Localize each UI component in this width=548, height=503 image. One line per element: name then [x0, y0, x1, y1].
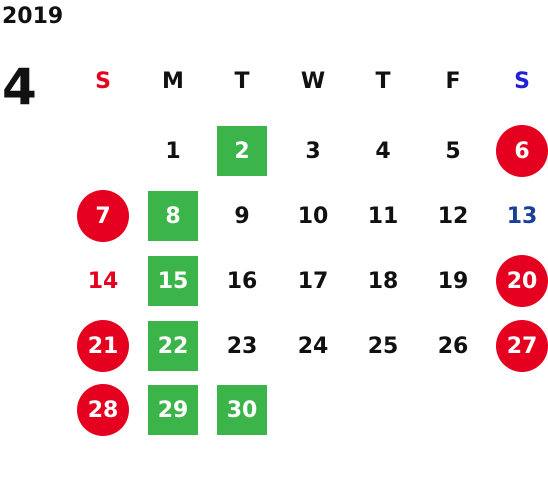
day-number: 28 [87, 397, 119, 423]
day-cell[interactable]: 13 [494, 190, 548, 242]
day-cell[interactable]: 30 [214, 384, 270, 436]
day-cell[interactable]: 19 [425, 255, 481, 307]
day-number: 5 [445, 138, 461, 164]
day-cell[interactable]: 22 [145, 320, 201, 372]
day-cell[interactable]: 5 [425, 125, 481, 177]
day-cell[interactable]: 20 [494, 255, 548, 307]
day-cell[interactable]: 23 [214, 320, 270, 372]
weekday-header: S [514, 68, 530, 94]
day-cell[interactable]: 15 [145, 255, 201, 307]
day-number: 13 [506, 203, 538, 229]
day-number: 20 [506, 268, 538, 294]
day-number: 10 [297, 203, 329, 229]
day-number: 17 [297, 268, 329, 294]
day-number: 26 [437, 333, 469, 359]
day-number: 11 [367, 203, 399, 229]
weekday-header: S [95, 68, 111, 94]
day-number: 14 [87, 268, 119, 294]
day-number: 7 [95, 203, 111, 229]
day-cell[interactable]: 8 [145, 190, 201, 242]
day-number: 24 [297, 333, 329, 359]
day-cell[interactable]: 11 [355, 190, 411, 242]
day-number: 16 [226, 268, 258, 294]
day-cell[interactable]: 9 [214, 190, 270, 242]
day-cell[interactable]: 21 [75, 320, 131, 372]
day-number: 4 [375, 138, 391, 164]
day-number: 8 [165, 203, 181, 229]
day-cell[interactable]: 1 [145, 125, 201, 177]
day-cell[interactable]: 4 [355, 125, 411, 177]
day-number: 12 [437, 203, 469, 229]
day-number: 18 [367, 268, 399, 294]
day-number: 15 [157, 268, 189, 294]
day-number: 19 [437, 268, 469, 294]
month-number: 4 [2, 58, 37, 116]
day-cell[interactable]: 6 [494, 125, 548, 177]
day-cell[interactable]: 3 [285, 125, 341, 177]
day-number: 25 [367, 333, 399, 359]
day-cell[interactable]: 18 [355, 255, 411, 307]
day-cell[interactable]: 16 [214, 255, 270, 307]
weekday-header: T [375, 68, 391, 94]
day-number: 27 [506, 333, 538, 359]
day-cell[interactable]: 17 [285, 255, 341, 307]
day-number: 1 [165, 138, 181, 164]
day-number: 29 [157, 397, 189, 423]
day-cell[interactable]: 27 [494, 320, 548, 372]
day-number: 21 [87, 333, 119, 359]
day-cell[interactable]: 24 [285, 320, 341, 372]
weekday-header: W [300, 68, 326, 94]
day-cell[interactable]: 25 [355, 320, 411, 372]
day-cell[interactable]: 2 [214, 125, 270, 177]
day-number: 3 [305, 138, 321, 164]
day-number: 30 [226, 397, 258, 423]
year-label: 2019 [2, 4, 64, 29]
day-cell[interactable]: 12 [425, 190, 481, 242]
day-number: 2 [234, 138, 250, 164]
day-cell[interactable]: 7 [75, 190, 131, 242]
weekday-header: M [162, 68, 184, 94]
day-cell[interactable]: 10 [285, 190, 341, 242]
day-number: 6 [514, 138, 530, 164]
day-cell[interactable]: 29 [145, 384, 201, 436]
day-cell[interactable]: 28 [75, 384, 131, 436]
day-number: 22 [157, 333, 189, 359]
day-number: 9 [234, 203, 250, 229]
day-cell[interactable]: 14 [75, 255, 131, 307]
day-cell[interactable]: 26 [425, 320, 481, 372]
weekday-header: T [234, 68, 250, 94]
weekday-header: F [445, 68, 461, 94]
day-number: 23 [226, 333, 258, 359]
